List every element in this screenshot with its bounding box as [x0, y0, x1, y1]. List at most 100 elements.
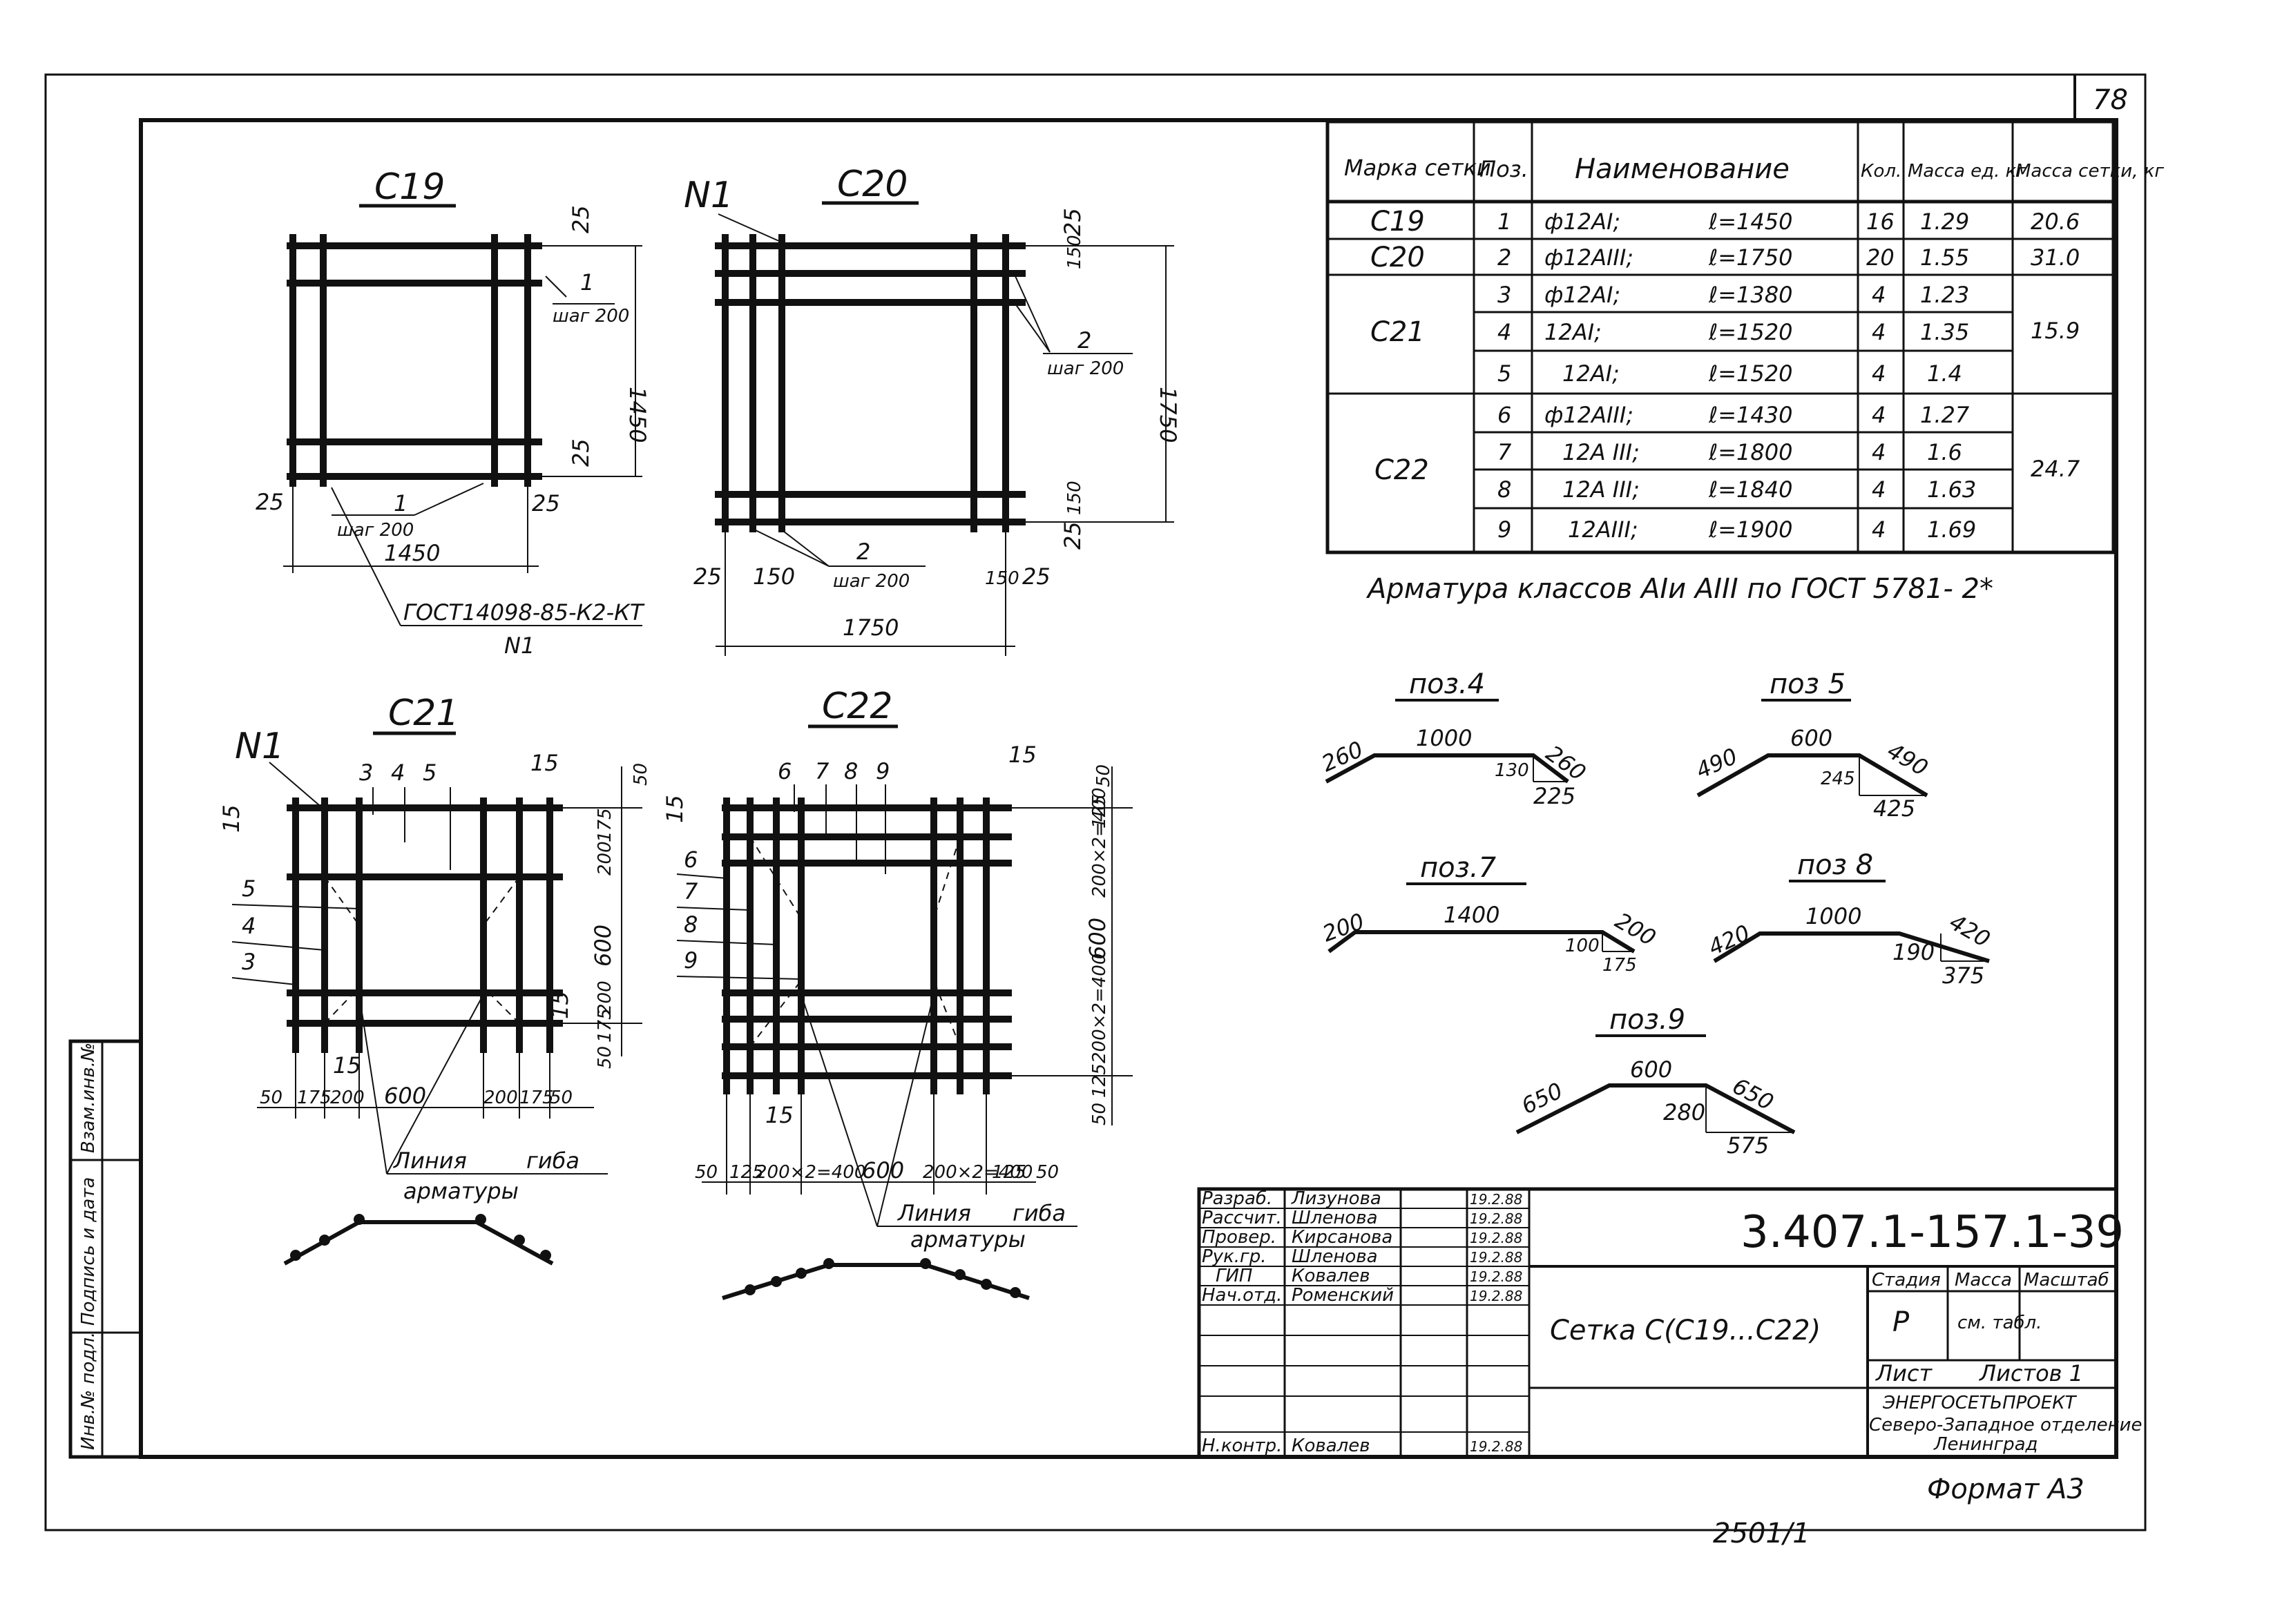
c21-mark-n1: N1: [235, 726, 285, 767]
spec-header-qty: Кол.: [1861, 161, 1901, 182]
spec-note: Арматура классов АIи АIII по ГОСТ 5781- …: [1365, 573, 1993, 605]
title-block: 3.407.1-157.1-39 Сетка С(С19...С22) Стад…: [1197, 1187, 2142, 1459]
row-c20-total: 31.0: [2031, 244, 2080, 271]
c20-dim-150-bot: 150: [1064, 481, 1085, 515]
c21-pos-4-left: 4: [242, 913, 256, 939]
c20-dim-150-right: 150: [985, 568, 1019, 589]
c22-dim-50-l: 50: [695, 1162, 718, 1183]
bend-pos-4: поз.4 260 1000 260 130 225: [1318, 668, 1591, 809]
c20-dim-25-top: 25: [1060, 208, 1086, 236]
c21-dim-175-l: 175: [297, 1088, 332, 1108]
bend-7-w: 175: [1602, 955, 1637, 976]
bend-5-w: 425: [1873, 795, 1915, 822]
bend-9-h: 280: [1663, 1099, 1705, 1125]
c19-dim-1450-h: 1450: [384, 540, 440, 566]
row-8-name: 12А III;: [1562, 476, 1640, 503]
c21-bend-line-3: арматуры: [403, 1178, 519, 1204]
mesh-c21: С21 N1 3 4 5 5 4 3 50 175 200 6: [218, 693, 651, 1266]
c22-pos-6-left: 6: [684, 847, 698, 873]
tb-name-1: Шленова: [1292, 1208, 1378, 1228]
bend-4-h: 130: [1495, 760, 1529, 781]
mesh-c22: С22 6 7 8 9 6 7 8 9: [662, 686, 1133, 1300]
c19-gost-n1: N1: [504, 632, 535, 659]
c22-dim-600-h: 600: [862, 1157, 904, 1183]
c20-pos-2-right: 2: [1077, 327, 1091, 354]
c22-title: С22: [822, 686, 892, 727]
row-8-unit: 1.63: [1927, 476, 1976, 503]
side-stamp-inv: Инв.№ подл.: [78, 1332, 99, 1450]
document-code: 3.407.1-157.1-39: [1741, 1207, 2124, 1258]
sheets-label: Листов 1: [1979, 1360, 2083, 1386]
c22-dim-400-top: 200×2=400: [1089, 788, 1110, 898]
row-6-unit: 1.27: [1920, 402, 1970, 428]
row-c22-total: 24.7: [2031, 456, 2080, 482]
row-4-qty: 4: [1872, 319, 1886, 345]
c22-pos-9-left: 9: [684, 947, 698, 974]
c21-dim-200-r: 200: [483, 1088, 518, 1108]
row-7-len: ℓ=1800: [1708, 439, 1792, 465]
c22-dim-400-l: 200×2=400: [756, 1162, 865, 1183]
org-line-2: Северо-Западное отделение: [1869, 1415, 2142, 1436]
row-5-qty: 4: [1872, 360, 1886, 387]
org-line-1: ЭНЕРГОСЕТЬПРОЕКТ: [1882, 1393, 2078, 1413]
c20-dim-150-left: 150: [753, 563, 795, 590]
bend-pos-9: поз.9 650 600 650 280 575: [1515, 1004, 1796, 1159]
tb-role-6: Н.контр.: [1202, 1436, 1282, 1456]
bend-pos-5: поз 5 490 600 490 245 425: [1692, 668, 1933, 822]
c22-pos-8-top: 8: [844, 758, 858, 784]
c20-title: С20: [837, 164, 908, 205]
c21-bend-line-1: Линия: [393, 1148, 467, 1174]
tb-date-5: 19.2.88: [1470, 1288, 1522, 1304]
c21-dim-200-bot: 200: [595, 980, 615, 1015]
spec-header-name: Наименование: [1575, 153, 1790, 185]
c21-pos-3-left: 3: [242, 949, 256, 975]
c22-dim-50-bot: 50: [1089, 1103, 1110, 1125]
row-5-pos: 5: [1497, 360, 1511, 387]
bend-4-mid: 1000: [1416, 725, 1472, 751]
mass-label: Масса: [1955, 1270, 2012, 1290]
row-4-pos: 4: [1497, 319, 1511, 345]
c22-bend-line-3: арматуры: [910, 1226, 1026, 1253]
tb-date-6: 19.2.88: [1470, 1438, 1522, 1455]
c21-dim-50-bot: 50: [595, 1046, 615, 1069]
spec-header-mark: Марка сетки: [1344, 155, 1491, 181]
row-8-qty: 4: [1872, 476, 1886, 503]
tb-date-3: 19.2.88: [1470, 1249, 1522, 1266]
c22-pos-6-top: 6: [778, 758, 792, 784]
row-c20-unit: 1.55: [1920, 244, 1969, 271]
c22-pos-8-left: 8: [684, 911, 698, 938]
side-stamp: Инв.№ подл. Подпись и дата Взам.инв.№: [68, 1039, 143, 1459]
row-c19-unit: 1.29: [1920, 209, 1969, 235]
tb-name-6: Ковалев: [1292, 1436, 1370, 1456]
spec-header-mesh-mass: Масса сетки, кг: [2015, 161, 2164, 182]
c22-dim-125-r: 125: [992, 1162, 1026, 1183]
c22-dim-400-bot: 200×2=400: [1089, 954, 1110, 1063]
c20-step-right: шаг 200: [1047, 358, 1124, 379]
table-row: С19 1 ф12АI; ℓ=1450 16 1.29 20.6: [1370, 206, 2080, 238]
c21-pos-5-top: 5: [423, 760, 437, 786]
c19-pos-1-bottom: 1: [394, 490, 408, 516]
row-8-len: ℓ=1840: [1708, 476, 1792, 503]
row-4-name: 12АI;: [1544, 319, 1602, 345]
c20-dim-1750-v: 1750: [1155, 387, 1181, 443]
tb-name-4: Ковалев: [1292, 1266, 1370, 1286]
bend-pos-7: поз.7 200 1400 200 100 175: [1319, 852, 1660, 976]
row-c19-name: ф12АI;: [1544, 209, 1620, 235]
c19-pos-1-right: 1: [580, 269, 594, 296]
table-row: 3 ф12АI; ℓ=1380 4 1.23: [1497, 282, 1969, 308]
side-stamp-replace: Взам.инв.№: [78, 1043, 99, 1153]
tb-role-0: Разраб.: [1202, 1188, 1272, 1209]
stage-label: Стадия: [1872, 1270, 1941, 1290]
row-c20-qty: 20: [1866, 244, 1895, 271]
c21-title: С21: [388, 693, 459, 734]
c21-dim-200-top: 200: [595, 841, 615, 876]
tb-date-4: 19.2.88: [1470, 1268, 1522, 1285]
c21-dim-15-tr: 15: [530, 750, 559, 776]
row-c19-mark: С19: [1370, 206, 1425, 238]
table-row: 5 12АI; ℓ=1520 4 1.4: [1497, 360, 1962, 387]
tb-name-2: Кирсанова: [1292, 1227, 1392, 1248]
row-c19-len: ℓ=1450: [1708, 209, 1792, 235]
bend-5-a: 490: [1692, 743, 1741, 784]
sheet-number: 78: [2093, 84, 2128, 116]
bend-9-title: поз.9: [1609, 1004, 1685, 1036]
